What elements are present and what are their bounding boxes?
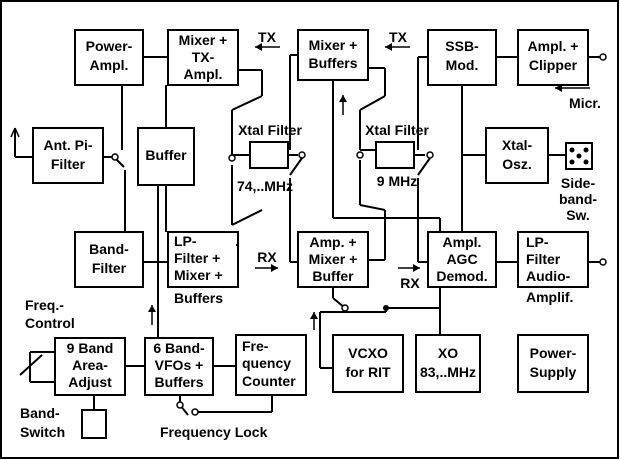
block-amp-mixer-buffer-line-3: Buffer	[312, 268, 354, 284]
block-lp-filter-line-1: LP-	[174, 233, 197, 249]
block-6-band-line-3: Buffers	[154, 374, 203, 390]
block-power-ampl-line-2: Ampl.	[90, 57, 129, 73]
xtal-filter-2-label: Xtal Filter	[365, 122, 429, 138]
block-ant-pi-filter-line-1: Ant. Pi-	[44, 137, 93, 153]
block-lp-filter-audio-line-1: LP-	[526, 234, 549, 250]
label-rx-right: RX	[400, 275, 420, 291]
block-frequency-counter-line-1: Fre-	[242, 338, 269, 354]
xtal-filter-1-label: Xtal Filter	[238, 122, 302, 138]
block-amp-mixer-buffer: Amp. + Mixer + Buffer	[297, 231, 369, 288]
block-lp-filter-audio-line-4: Amplif.	[526, 289, 573, 305]
block-frequency-counter: Fre- quency Counter	[235, 334, 307, 396]
block-lp-filter-audio-line-2: Filter	[526, 251, 561, 267]
connection-lines	[10, 54, 603, 416]
block-ampl-agc-demod: Ampl. AGC Demod.	[427, 231, 497, 288]
block-band-filter: Band- Filter	[74, 231, 144, 288]
band-switch-box	[81, 409, 107, 439]
label-sideband-sw-3: Sw.	[566, 207, 590, 223]
xtal-filter-2-freq: 9 MHz	[377, 173, 417, 189]
block-buffer-line-1: Buffer	[145, 147, 187, 163]
block-lp-filter-mixer-buffers: LP- Filter + Mixer + Buffers	[167, 231, 239, 306]
sideband-switch	[565, 142, 593, 170]
block-ampl-agc-demod-line-1: Ampl.	[443, 234, 482, 250]
block-ant-pi-filter: Ant. Pi- Filter	[32, 127, 104, 184]
label-micr: Micr.	[569, 95, 601, 111]
block-ant-pi-filter-line-2: Filter	[51, 156, 86, 172]
block-9-band-line-2: Area-	[72, 357, 108, 373]
block-mixer-tx-ampl: Mixer + TX- Ampl.	[167, 29, 239, 86]
block-mixer-tx-ampl-line-2: TX-	[192, 49, 215, 65]
block-band-filter-line-1: Band-	[89, 241, 129, 257]
block-ssb-mod: SSB- Mod.	[427, 29, 497, 86]
block-ampl-clipper: Ampl. + Clipper	[517, 29, 589, 86]
signal-arrows	[148, 43, 590, 330]
block-9-band-line-1: 9 Band	[67, 340, 114, 356]
block-buffer: Buffer	[137, 127, 195, 186]
block-lp-filter-line-2: Filter +	[174, 250, 220, 266]
block-amp-mixer-buffer-line-2: Mixer +	[309, 251, 358, 267]
block-vcxo-line-1: VCXO	[348, 345, 388, 361]
block-ssb-mod-line-1: SSB-	[445, 38, 479, 54]
block-xo-line-2: 83,..MHz	[420, 364, 476, 380]
block-lp-filter-audio-line-3: Audio-	[526, 268, 571, 284]
block-lp-filter-line-4: Buffers	[174, 290, 223, 306]
block-xo-83-mhz: XO 83,..MHz	[415, 334, 481, 393]
block-ampl-agc-demod-line-3: Demod.	[436, 268, 487, 284]
block-xtal-osz-line-2: Osz.	[502, 156, 532, 172]
block-6-band-line-2: VFOs +	[155, 357, 204, 373]
label-tx-left: TX	[258, 29, 277, 45]
label-band-switch-2: Switch	[20, 424, 65, 440]
block-xtal-osz: Xtal- Osz.	[485, 127, 549, 184]
block-power-supply: Power- Supply	[517, 334, 589, 393]
block-6-band-vfos-buffers: 6 Band- VFOs + Buffers	[144, 337, 214, 396]
label-freq-control-2: Control	[25, 315, 75, 331]
block-9-band-line-3: Adjust	[68, 374, 112, 390]
label-sideband-sw-2: band-	[559, 191, 597, 207]
block-mixer-buffers-line-1: Mixer +	[309, 37, 358, 53]
label-freq-control-1: Freq.-	[25, 297, 64, 313]
block-lp-filter-audio-amplif: LP- Filter Audio- Amplif.	[517, 231, 589, 305]
xtal-filter-74mhz: Xtal Filter 74,..MHz	[237, 122, 302, 194]
block-9-band-area-adjust: 9 Band Area- Adjust	[54, 337, 126, 396]
block-ampl-clipper-line-1: Ampl. +	[528, 38, 579, 54]
label-sideband-sw-1: Side-	[561, 175, 596, 191]
block-ampl-agc-demod-line-2: AGC	[446, 251, 477, 267]
block-vcxo-for-rit: VCXO for RIT	[332, 334, 404, 393]
label-frequency-lock: Frequency Lock	[160, 424, 268, 440]
block-xo-line-1: XO	[438, 345, 458, 361]
block-power-supply-line-2: Supply	[530, 364, 577, 380]
junction-dots	[111, 53, 607, 416]
block-ampl-clipper-line-2: Clipper	[529, 57, 578, 73]
block-power-ampl: Power- Ampl.	[74, 29, 144, 86]
xtal-filter-1-freq: 74,..MHz	[237, 178, 293, 194]
block-band-filter-line-2: Filter	[92, 260, 127, 276]
block-lp-filter-line-3: Mixer +	[174, 267, 223, 283]
label-band-switch-1: Band-	[20, 405, 60, 421]
block-frequency-counter-line-3: Counter	[242, 373, 296, 389]
block-6-band-line-1: 6 Band-	[153, 340, 205, 356]
xtal-filter-9mhz: Xtal Filter 9 MHz	[365, 122, 429, 189]
block-amp-mixer-buffer-line-1: Amp. +	[309, 234, 356, 250]
label-tx-right: TX	[389, 29, 408, 45]
block-ssb-mod-line-2: Mod.	[446, 57, 479, 73]
block-power-ampl-line-1: Power-	[86, 38, 133, 54]
block-mixer-buffers-line-2: Buffers	[308, 55, 357, 71]
label-rx-left: RX	[257, 249, 277, 265]
block-mixer-buffers: Mixer + Buffers	[297, 29, 369, 81]
block-xtal-osz-line-1: Xtal-	[502, 137, 533, 153]
block-power-supply-line-1: Power-	[530, 345, 577, 361]
block-frequency-counter-line-2: quency	[242, 355, 291, 371]
block-vcxo-line-2: for RIT	[345, 364, 391, 380]
block-mixer-tx-ampl-line-1: Mixer +	[179, 32, 228, 48]
block-mixer-tx-ampl-line-3: Ampl.	[184, 66, 223, 82]
